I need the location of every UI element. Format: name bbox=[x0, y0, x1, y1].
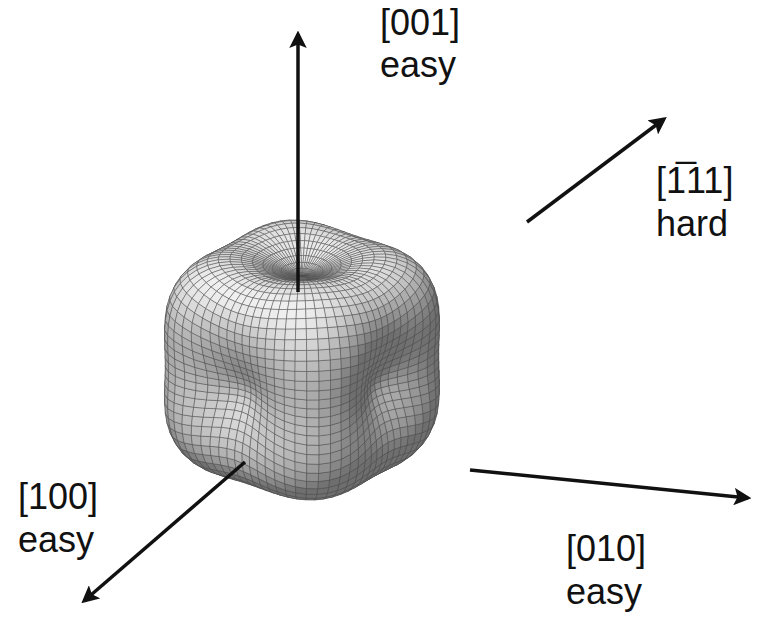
mesh-patch bbox=[300, 234, 305, 241]
mesh-patch bbox=[300, 228, 306, 234]
mesh-patch bbox=[201, 446, 211, 456]
mesh-patch bbox=[274, 339, 286, 350]
mesh-patch bbox=[408, 425, 416, 436]
mesh-patch bbox=[319, 370, 330, 381]
mesh-patch bbox=[191, 435, 201, 445]
mesh-patch bbox=[299, 223, 306, 228]
mesh-patch bbox=[182, 424, 192, 435]
mesh-patch bbox=[400, 426, 408, 437]
mesh-patch bbox=[182, 415, 192, 426]
mesh-patch bbox=[415, 414, 424, 425]
mesh-patch bbox=[274, 349, 286, 360]
